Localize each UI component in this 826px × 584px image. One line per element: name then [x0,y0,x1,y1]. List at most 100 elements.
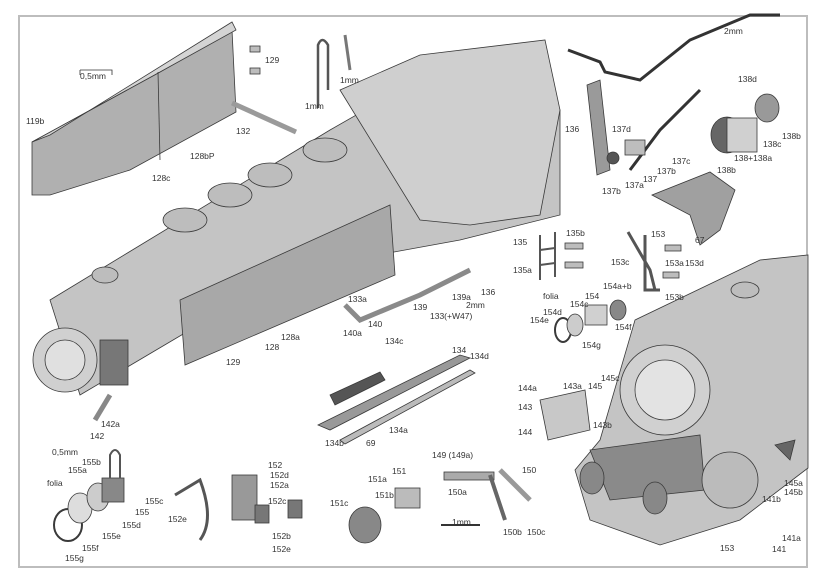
pipe-139 [343,267,472,323]
part-label: 153 [720,543,735,553]
part-label: 138+138a [734,153,773,163]
part-label: 145b [784,487,803,497]
water-tank-128 [179,204,396,366]
part-label: 135a [513,265,532,275]
part-label: 154c [570,299,589,309]
part-label: 143a [563,381,582,391]
part-label: 141a [782,533,801,543]
part-label: 137a [625,180,644,190]
part-141b [774,439,796,461]
ladder-135 [539,232,556,280]
part-label: 150c [527,527,546,537]
part-label: 154f [615,322,632,332]
part-label: 154d [543,307,562,317]
part-label: 152a [270,480,289,490]
bracket-152 [231,474,258,521]
rod-153c [626,231,657,291]
part-label: 155d [122,520,141,530]
pipe-137 [628,88,702,171]
side-tank-top [31,21,237,143]
wire-1mm-b [343,34,352,71]
part-label: 155e [102,531,121,541]
wire-1mm [316,38,330,108]
part-label: 128c [152,173,171,183]
part-label: 140 [368,319,383,329]
part-label: folia [543,291,559,301]
part-label: 153c [611,257,630,267]
bell-151c [348,506,382,544]
plate-143 [539,389,591,441]
part-label: 140a [343,328,362,338]
part-label: 154 [585,291,600,301]
part-label: 144a [518,383,537,393]
part-label: 155b [82,457,101,467]
part-label: 139 [413,302,428,312]
part-label: 144 [518,427,533,437]
part-label: 151b [375,490,394,500]
part-label: 155a [68,465,87,475]
chimney [91,266,119,284]
part-label: 129 [226,357,241,367]
pump-142 [99,339,129,386]
part-label: 155c [145,496,164,506]
part-label: 137d [612,124,631,134]
part-label: 69 [366,438,376,448]
part-label: 134 [452,345,467,355]
cab [339,39,561,226]
part-label: 141 [772,544,787,554]
bracket-67 [651,171,736,246]
lever-150a [488,474,507,521]
part-label: 152e [272,544,291,554]
part-label: 134d [470,351,489,361]
part-label: 138b [717,165,736,175]
part-label: 153d [685,258,704,268]
part-label: 2mm [724,26,743,36]
part-label: 134c [385,336,404,346]
lamp-155 [101,477,125,503]
part-label: 134a [389,425,408,435]
part-label: 152c [268,496,287,506]
part-label: 0,5mm [52,447,78,457]
part-label: 1mm [452,517,471,527]
part-151 [394,487,421,509]
part-label: 152e [168,514,187,524]
part-label: 150a [448,487,467,497]
pipe-2mm [567,13,780,82]
part-label: 0,5mm [80,71,106,81]
part-label: 137 [643,174,658,184]
rod-132 [230,100,298,135]
part-label: 142a [101,419,120,429]
part-label: 150 [522,465,537,475]
part-label: 142 [90,431,105,441]
part-label: 128a [281,332,300,342]
part-label: 135 [513,237,528,247]
part-label: 152 [268,460,283,470]
part-label: 136 [565,124,580,134]
part-label: 139a [452,292,471,302]
part-label: 138d [738,74,757,84]
part-label: folia [47,478,63,488]
part-label: 151 [392,466,407,476]
part-129 [249,45,261,53]
part-label: 152d [270,470,289,480]
part-label: 152b [272,531,291,541]
part-label: 135b [566,228,585,238]
part-label: 133a [348,294,367,304]
part-129b [249,67,261,75]
part-label: 134b [325,438,344,448]
step-135b [564,242,584,250]
part-label: 132 [236,126,251,136]
part-label: 149 (149a) [432,450,474,460]
part-label: 145 [588,381,603,391]
lever-149 [443,471,495,481]
part-label: 150b [503,527,522,537]
part-label: 129 [265,55,280,65]
part-label: 1mm [340,75,359,85]
part-label: 154e [530,315,549,325]
pipe-152e [174,477,209,541]
part-label: 137c [672,156,691,166]
part-label: 119b [26,116,45,126]
part-label: 153a [665,258,684,268]
part-label: 67 [695,235,705,245]
part-label: 136 [481,287,496,297]
